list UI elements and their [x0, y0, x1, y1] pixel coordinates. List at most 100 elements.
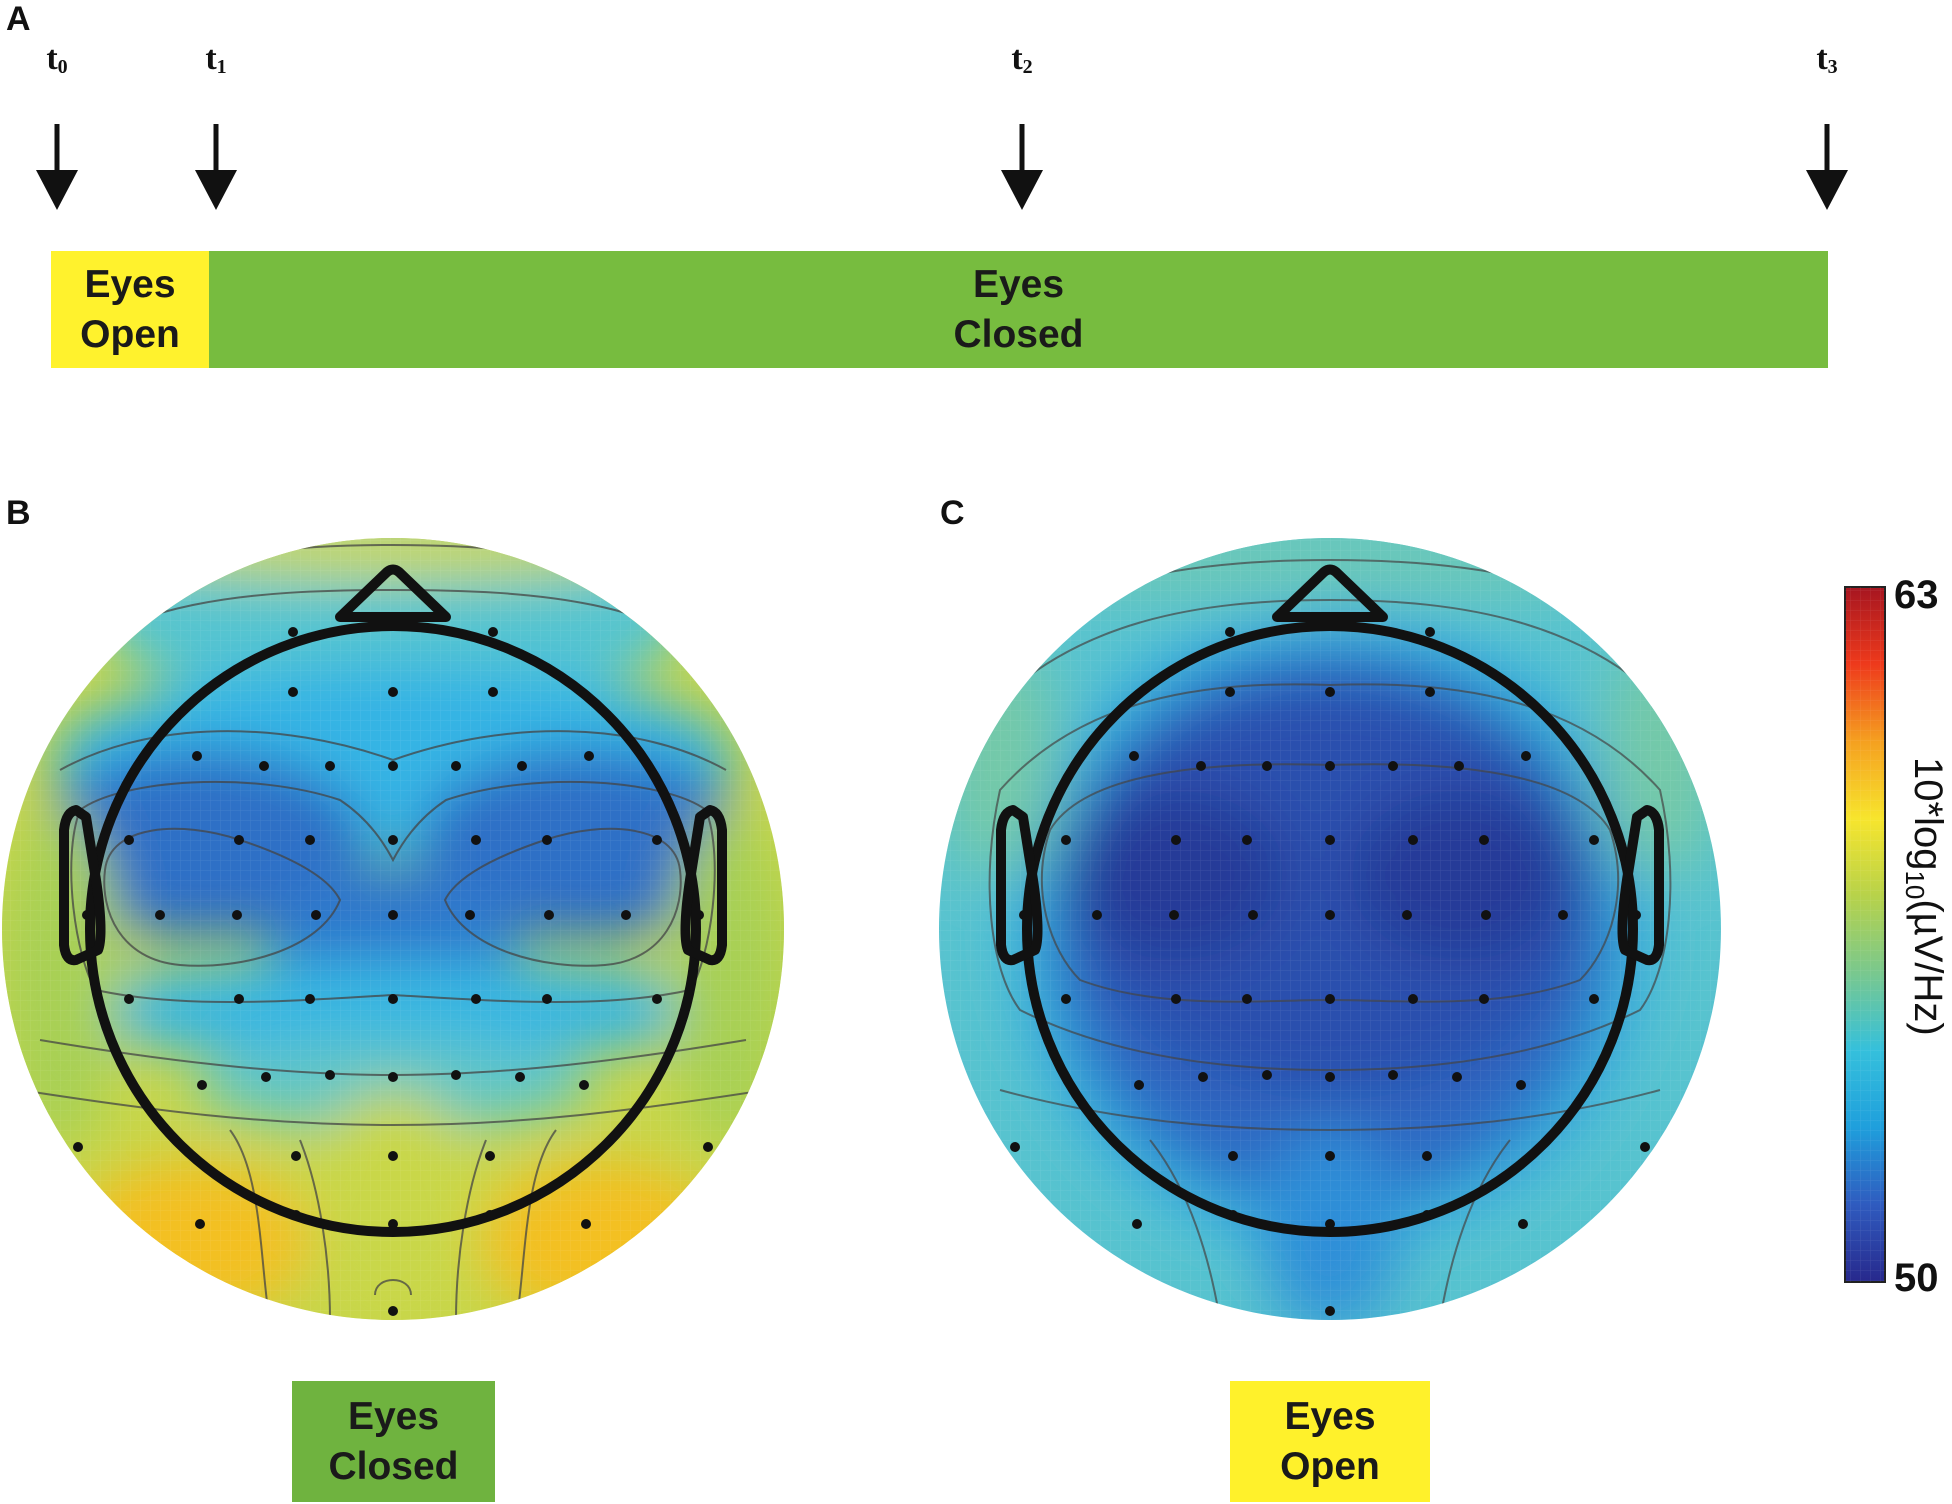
electrode-dot [652, 835, 662, 845]
topomap-eyes-open [939, 538, 1721, 1320]
electrode-dot [388, 1219, 398, 1229]
electrode-dot [1225, 687, 1235, 697]
electrode-dot [1516, 1080, 1526, 1090]
electrode-dot [621, 910, 631, 920]
electrode-dot [465, 910, 475, 920]
electrode-dot [305, 994, 315, 1004]
electrode-dot [1425, 687, 1435, 697]
panel-label-c: C [940, 494, 965, 532]
electrode-dot [488, 627, 498, 637]
electrode-dot [1248, 910, 1258, 920]
electrode-dot [1425, 627, 1435, 637]
electrode-dot [652, 994, 662, 1004]
electrode-dot [1640, 1142, 1650, 1152]
marker-label-t2: t2 [1011, 40, 1033, 78]
electrode-dot [1479, 835, 1489, 845]
electrode-dot [515, 1072, 525, 1082]
marker-label-t1: t1 [205, 40, 227, 78]
electrode-dot [544, 910, 554, 920]
electrode-dot [1388, 1070, 1398, 1080]
electrode-dot [1242, 994, 1252, 1004]
electrode-dot [1589, 835, 1599, 845]
electrode-dot [703, 1142, 713, 1152]
electrode-dot [581, 1219, 591, 1229]
electrode-dot [311, 910, 321, 920]
electrode-dot [1402, 910, 1412, 920]
colorbar-axis-label: 10*log10(µV/Hz) [1900, 757, 1950, 1036]
electrode-dot [542, 835, 552, 845]
panel-label-b: B [6, 494, 31, 532]
electrode-dot [261, 1072, 271, 1082]
electrode-dot [517, 761, 527, 771]
electrode-dot [288, 687, 298, 697]
electrode-dot [73, 1142, 83, 1152]
electrode-dot [195, 1219, 205, 1229]
electrode-dot [485, 1151, 495, 1161]
electrode-dot [1196, 761, 1206, 771]
electrode-dot [1262, 761, 1272, 771]
electrode-dot [584, 751, 594, 761]
electrode-dot [291, 1151, 301, 1161]
panel-label-a: A [6, 0, 31, 38]
electrode-dot [259, 761, 269, 771]
electrode-dot [1388, 761, 1398, 771]
electrode-dot [234, 994, 244, 1004]
electrode-dot [234, 835, 244, 845]
electrode-dot [488, 687, 498, 697]
electrode-dot [192, 751, 202, 761]
electrode-dot [1325, 687, 1335, 697]
electrode-dot [1408, 835, 1418, 845]
electrode-dot [471, 994, 481, 1004]
electrode-dot [1061, 994, 1071, 1004]
electrode-dot [1198, 1072, 1208, 1082]
electrode-dot [305, 835, 315, 845]
electrode-dot [1518, 1219, 1528, 1229]
electrode-dot [388, 994, 398, 1004]
electrode-dot [1558, 910, 1568, 920]
electrode-dot [1481, 910, 1491, 920]
electrode-dot [288, 627, 298, 637]
electrode-dot [1325, 994, 1335, 1004]
electrode-dot [155, 910, 165, 920]
electrode-dot [1325, 1219, 1335, 1229]
electrode-dot [1325, 1306, 1335, 1316]
electrode-dot [542, 994, 552, 1004]
electrode-dot [388, 1072, 398, 1082]
electrode-dot [1061, 835, 1071, 845]
electrode-dot [1132, 1219, 1142, 1229]
electrode-dot [1092, 910, 1102, 920]
electrode-dot [388, 1306, 398, 1316]
marker-label-t3: t3 [1816, 40, 1838, 78]
electrode-dot [1454, 761, 1464, 771]
electrode-dot [388, 761, 398, 771]
topomap-eyes-closed [2, 538, 784, 1320]
electrode-dot [388, 835, 398, 845]
electrode-dot [1452, 1072, 1462, 1082]
electrode-dot [232, 910, 242, 920]
electrode-dot [1325, 1072, 1335, 1082]
colorbar-min-label: 50 [1894, 1256, 1939, 1300]
electrode-dot [197, 1080, 207, 1090]
marker-label-t0: t0 [46, 40, 68, 78]
electrode-dot [1589, 994, 1599, 1004]
electrode-dot [1129, 751, 1139, 761]
electrode-dot [1325, 1151, 1335, 1161]
electrode-dot [1479, 994, 1489, 1004]
electrode-dot [1325, 910, 1335, 920]
electrode-dot [1169, 910, 1179, 920]
electrode-dot [388, 1151, 398, 1161]
electrode-dot [471, 835, 481, 845]
electrode-dot [325, 1070, 335, 1080]
head-outline-eyes-closed [59, 564, 727, 1237]
electrode-dot [1325, 835, 1335, 845]
electrode-dot [325, 761, 335, 771]
electrode-dot [1521, 751, 1531, 761]
electrode-dot [1325, 761, 1335, 771]
electrode-dot [124, 835, 134, 845]
electrode-dot [1422, 1151, 1432, 1161]
electrode-dot [1262, 1070, 1272, 1080]
